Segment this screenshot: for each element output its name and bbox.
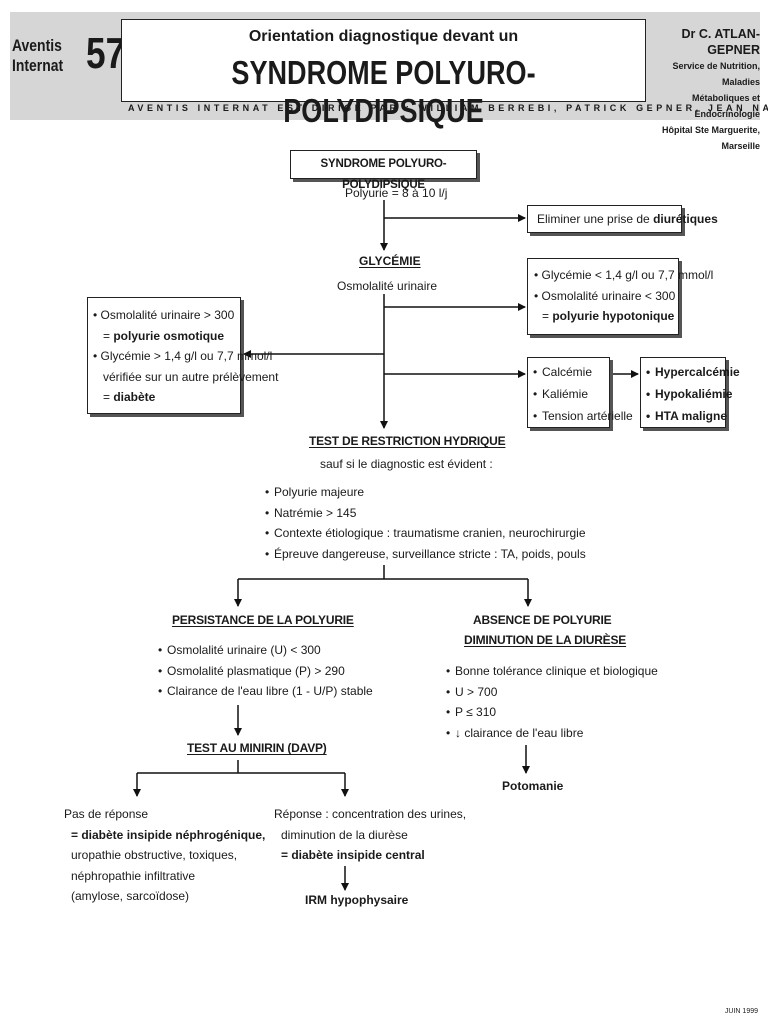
bilan-item: Tension artérielle bbox=[533, 405, 633, 427]
page-subtitle: Orientation diagnostique devant un bbox=[248, 28, 519, 45]
pas-reponse-block: Pas de réponse = diabète insipide néphro… bbox=[64, 804, 265, 907]
right1-line2: • Osmolalité urinaire < 300 bbox=[534, 288, 676, 303]
persistance-item: Osmolalité plasmatique (P) > 290 bbox=[158, 661, 373, 682]
test-restriction-label: TEST DE RESTRICTION HYDRIQUE bbox=[309, 434, 506, 448]
condition-item: Polyurie majeure bbox=[265, 482, 586, 503]
reponse-line3: = diabète insipide central bbox=[281, 848, 425, 862]
author-block: Dr C. ATLAN-GEPNER Service de Nutrition,… bbox=[646, 26, 760, 154]
absence-item: Bonne tolérance clinique et biologique bbox=[446, 661, 658, 682]
title-box: Orientation diagnostique devant un SYNDR… bbox=[121, 19, 646, 129]
results-list: Hypercalcémie Hypokaliémie HTA maligne bbox=[646, 361, 740, 427]
left-line1: • Osmolalité urinaire > 300 bbox=[93, 308, 235, 322]
eliminer-bold: diurétiques bbox=[653, 212, 718, 226]
pas-reponse-line4: néphropathie infiltrative bbox=[71, 868, 196, 883]
author-dept1: Service de Nutrition, Maladies bbox=[672, 61, 760, 87]
right1-line1: • Glycémie < 1,4 g/l ou 7,7 mmol/l bbox=[534, 268, 714, 282]
polyurie-label: Polyurie = 8 à 10 l/j bbox=[345, 186, 448, 200]
bilan-item: Calcémie bbox=[533, 361, 633, 383]
absence-label-1: ABSENCE DE POLYURIE bbox=[473, 613, 612, 627]
right-box-hypotonique: • Glycémie < 1,4 g/l ou 7,7 mmol/l • Osm… bbox=[527, 258, 713, 335]
persistance-list: Osmolalité urinaire (U) < 300 Osmolalité… bbox=[158, 640, 373, 702]
author-dept2: Métaboliques et Endocrinologie bbox=[691, 93, 760, 119]
reponse-line1: Réponse : concentration des urines, bbox=[274, 807, 467, 821]
brand-line2: Internat bbox=[12, 56, 64, 75]
page-title: SYNDROME POLYURO-POLYDIPSIQUE bbox=[231, 54, 536, 129]
eliminer-text: Eliminer une prise de diurétiques bbox=[537, 209, 718, 230]
result-item: HTA maligne bbox=[646, 405, 740, 427]
brand-logo: Aventis Internat bbox=[12, 36, 63, 76]
condition-item: Épreuve dangereuse, surveillance stricte… bbox=[265, 544, 586, 565]
absence-item: P ≤ 310 bbox=[446, 702, 658, 723]
persistance-item: Osmolalité urinaire (U) < 300 bbox=[158, 640, 373, 661]
reponse-line2: diminution de la diurèse bbox=[281, 827, 408, 842]
glycemie-label: GLYCÉMIE bbox=[359, 254, 421, 268]
directors-line: AVENTIS INTERNAT EST DIRIGÉ PAR : WILLIA… bbox=[128, 103, 768, 113]
condition-item: Natrémie > 145 bbox=[265, 503, 586, 524]
persistance-label: PERSISTANCE DE LA POLYURIE bbox=[172, 613, 354, 627]
root-box: SYNDROME POLYURO-POLYDIPSIQUE bbox=[290, 150, 477, 191]
bilan-item: Kaliémie bbox=[533, 383, 633, 405]
left-box-osmotique: • Osmolalité urinaire > 300 = polyurie o… bbox=[87, 297, 278, 414]
reponse-block: Réponse : concentration des urines, dimi… bbox=[274, 804, 466, 866]
result-item: Hypercalcémie bbox=[646, 361, 740, 383]
root-label: SYNDROME POLYURO-POLYDIPSIQUE bbox=[320, 158, 447, 191]
result-item: Hypokaliémie bbox=[646, 383, 740, 405]
sauf-label: sauf si le diagnostic est évident : bbox=[320, 457, 493, 471]
conditions-list: Polyurie majeure Natrémie > 145 Contexte… bbox=[265, 482, 586, 564]
absence-item: U > 700 bbox=[446, 682, 658, 703]
pas-reponse-line1: Pas de réponse bbox=[64, 807, 149, 821]
pas-reponse-line2: = diabète insipide néphrogénique, bbox=[71, 827, 266, 842]
pas-reponse-line5: (amylose, sarcoïdose) bbox=[71, 889, 190, 903]
right-box-bilan: Calcémie Kaliémie Tension artérielle bbox=[527, 357, 633, 428]
absence-label-2: DIMINUTION DE LA DIURÈSE bbox=[464, 633, 627, 647]
chapter-number: 57 bbox=[86, 29, 126, 78]
persistance-item: Clairance de l'eau libre (1 - U/P) stabl… bbox=[158, 681, 373, 702]
osmolalite-label: Osmolalité urinaire bbox=[337, 279, 438, 293]
minirin-label: TEST AU MINIRIN (DAVP) bbox=[187, 741, 327, 755]
potomanie-label: Potomanie bbox=[502, 779, 564, 793]
right1-line3: = polyurie hypotonique bbox=[542, 309, 675, 323]
bilan-list: Calcémie Kaliémie Tension artérielle bbox=[533, 361, 633, 427]
left-line4: vérifiée sur un autre prélèvement bbox=[103, 369, 279, 384]
pas-reponse-line3: uropathie obstructive, toxiques, bbox=[71, 848, 238, 862]
absence-item: ↓ clairance de l'eau libre bbox=[446, 723, 658, 744]
eliminer-box: Eliminer une prise de diurétiques bbox=[527, 205, 718, 233]
absence-list: Bonne tolérance clinique et biologique U… bbox=[446, 661, 658, 743]
author-hospital: Hôpital Ste Marguerite, Marseille bbox=[661, 125, 760, 151]
irm-label: IRM hypophysaire bbox=[305, 893, 409, 907]
condition-item: Contexte étiologique : traumatisme crani… bbox=[265, 523, 586, 544]
brand-line1: Aventis bbox=[12, 36, 62, 55]
right-box-results: Hypercalcémie Hypokaliémie HTA maligne bbox=[640, 357, 740, 428]
footer-date: JUIN 1999 bbox=[724, 1008, 758, 1015]
left-line2: = polyurie osmotique bbox=[103, 328, 225, 343]
eliminer-prefix: Eliminer une prise de bbox=[537, 212, 654, 226]
left-line5: = diabète bbox=[103, 390, 156, 404]
left-line3: • Glycémie > 1,4 g/l ou 7,7 mmol/l bbox=[93, 349, 273, 363]
author-name: Dr C. ATLAN-GEPNER bbox=[681, 27, 760, 57]
